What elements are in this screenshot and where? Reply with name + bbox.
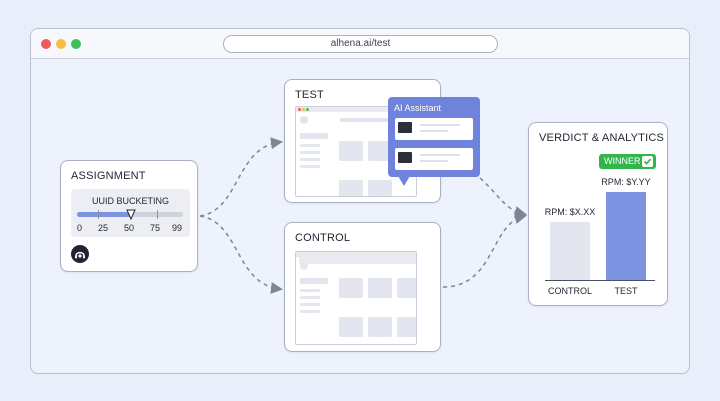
- preview-product-tile: [339, 180, 363, 196]
- uuid-bucketing-label: UUID BUCKETING: [91, 196, 169, 206]
- preview-product-tile: [339, 141, 363, 161]
- control-card: CONTROL: [284, 222, 441, 352]
- ai-product-card[interactable]: [395, 148, 473, 170]
- category-label: CONTROL: [547, 286, 592, 296]
- assignment-title: ASSIGNMENT: [71, 170, 146, 182]
- preview-product-tile: [368, 317, 392, 337]
- url-bar[interactable]: alhena.ai/test: [223, 35, 498, 53]
- bar-test: [606, 192, 646, 280]
- scale-label-75: 75: [150, 223, 161, 233]
- bar-control: [550, 222, 590, 280]
- maximize-window-icon[interactable]: [71, 39, 81, 49]
- preview-sidebar-block: [300, 158, 320, 161]
- preview-sidebar-block: [300, 296, 320, 299]
- preview-product-tile: [339, 317, 363, 337]
- verdict-analytics-card: VERDICT & ANALYTICS WINNER RPM: $X.XX CON…: [528, 122, 668, 306]
- preview-sidebar-block: [300, 151, 320, 154]
- bucketing-slider[interactable]: [77, 209, 183, 220]
- preview-sidebar-block: [300, 289, 320, 292]
- scale-label-25: 25: [98, 223, 109, 233]
- checkmark-icon: [642, 156, 653, 167]
- scale-label-99: 99: [172, 223, 183, 233]
- assignment-card: ASSIGNMENT UUID BUCKETING 0 25 50 75 99: [60, 160, 198, 272]
- laptop-icon: [398, 122, 412, 133]
- preview-sidebar-block: [300, 310, 320, 313]
- arrow-control-to-verdict: [442, 212, 527, 288]
- minimize-window-icon[interactable]: [56, 39, 66, 49]
- ai-popup-pointer: [398, 176, 410, 186]
- close-window-icon[interactable]: [41, 39, 51, 49]
- preview-header-block: [340, 118, 396, 122]
- ai-product-card[interactable]: [395, 118, 473, 140]
- preview-product-tile: [368, 141, 392, 161]
- ai-assistant-popup[interactable]: AI Assistant: [388, 97, 480, 177]
- arrow-test-to-verdict: [479, 177, 527, 219]
- preview-product-tile: [368, 180, 392, 196]
- slider-tick: [157, 210, 158, 219]
- bar-value-label: RPM: $Y.YY: [601, 177, 651, 187]
- browser-titlebar: alhena.ai/test: [31, 29, 689, 59]
- slider-fill: [77, 212, 131, 217]
- slider-tick: [98, 210, 99, 219]
- preview-avatar: [300, 262, 308, 270]
- preview-sidebar-block: [300, 278, 328, 284]
- alhena-logo-icon: [71, 245, 89, 263]
- preview-avatar: [300, 116, 308, 124]
- ai-assistant-label: AI Assistant: [394, 103, 442, 113]
- preview-product-tile: [339, 278, 363, 298]
- laptop-icon: [398, 152, 412, 163]
- preview-product-tile: [397, 278, 416, 298]
- control-page-preview: [295, 251, 417, 345]
- uuid-bucketing-panel: UUID BUCKETING: [71, 189, 190, 237]
- bar-value-label: RPM: $X.XX: [544, 207, 596, 217]
- winner-badge: WINNER: [599, 154, 656, 169]
- preview-sidebar-block: [300, 133, 328, 139]
- control-title: CONTROL: [295, 232, 351, 244]
- scale-label-0: 0: [77, 223, 83, 233]
- test-title: TEST: [295, 89, 324, 101]
- preview-sidebar-block: [300, 165, 320, 168]
- arrow-assignment-to-test: [199, 137, 283, 217]
- verdict-title: VERDICT & ANALYTICS: [539, 132, 665, 144]
- chart-baseline: [545, 280, 655, 281]
- preview-sidebar-block: [300, 144, 320, 147]
- arrow-assignment-to-control: [199, 215, 283, 294]
- scale-label-50: 50: [124, 223, 135, 233]
- preview-product-tile: [368, 278, 392, 298]
- preview-product-tile: [397, 317, 416, 337]
- test-page-preview: [295, 106, 417, 197]
- preview-sidebar-block: [300, 303, 320, 306]
- winner-label: WINNER: [604, 156, 641, 166]
- slider-thumb-icon[interactable]: [126, 209, 136, 220]
- category-label: TEST: [614, 286, 638, 296]
